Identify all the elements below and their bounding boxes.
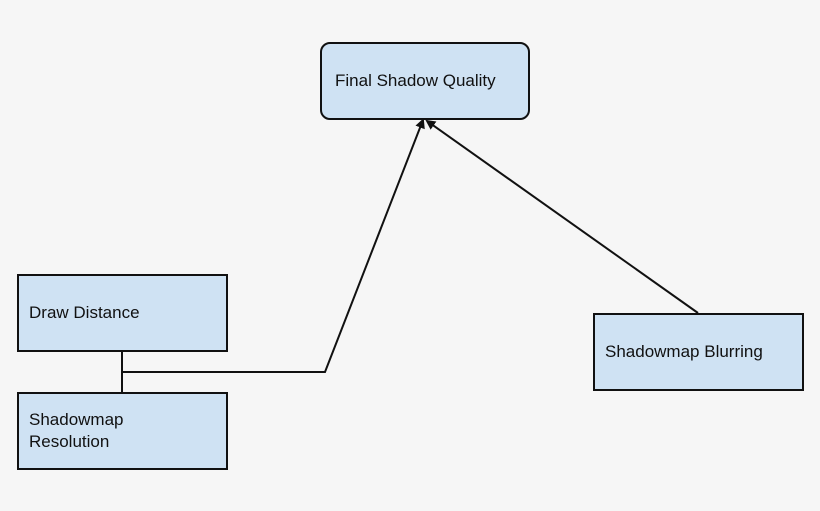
draw-distance-label: Draw Distance bbox=[29, 303, 140, 322]
shadowmap-blurring-node: Shadowmap Blurring bbox=[593, 313, 804, 391]
draw-distance-node: Draw Distance bbox=[17, 274, 228, 352]
edge-inputs-to-final-quality bbox=[122, 118, 425, 373]
shadowmap-resolution-label: Shadowmap Resolution bbox=[29, 409, 124, 453]
shadowmap-resolution-label-line1: Shadowmap bbox=[29, 410, 124, 429]
shadowmap-resolution-label-line2: Resolution bbox=[29, 432, 110, 451]
final-shadow-quality-node: Final Shadow Quality bbox=[320, 42, 530, 120]
edge-blurring-to-final-quality bbox=[425, 119, 699, 314]
shadowmap-blurring-label: Shadowmap Blurring bbox=[605, 342, 763, 361]
shadowmap-resolution-node: Shadowmap Resolution bbox=[17, 392, 228, 470]
final-shadow-quality-label: Final Shadow Quality bbox=[335, 71, 496, 90]
